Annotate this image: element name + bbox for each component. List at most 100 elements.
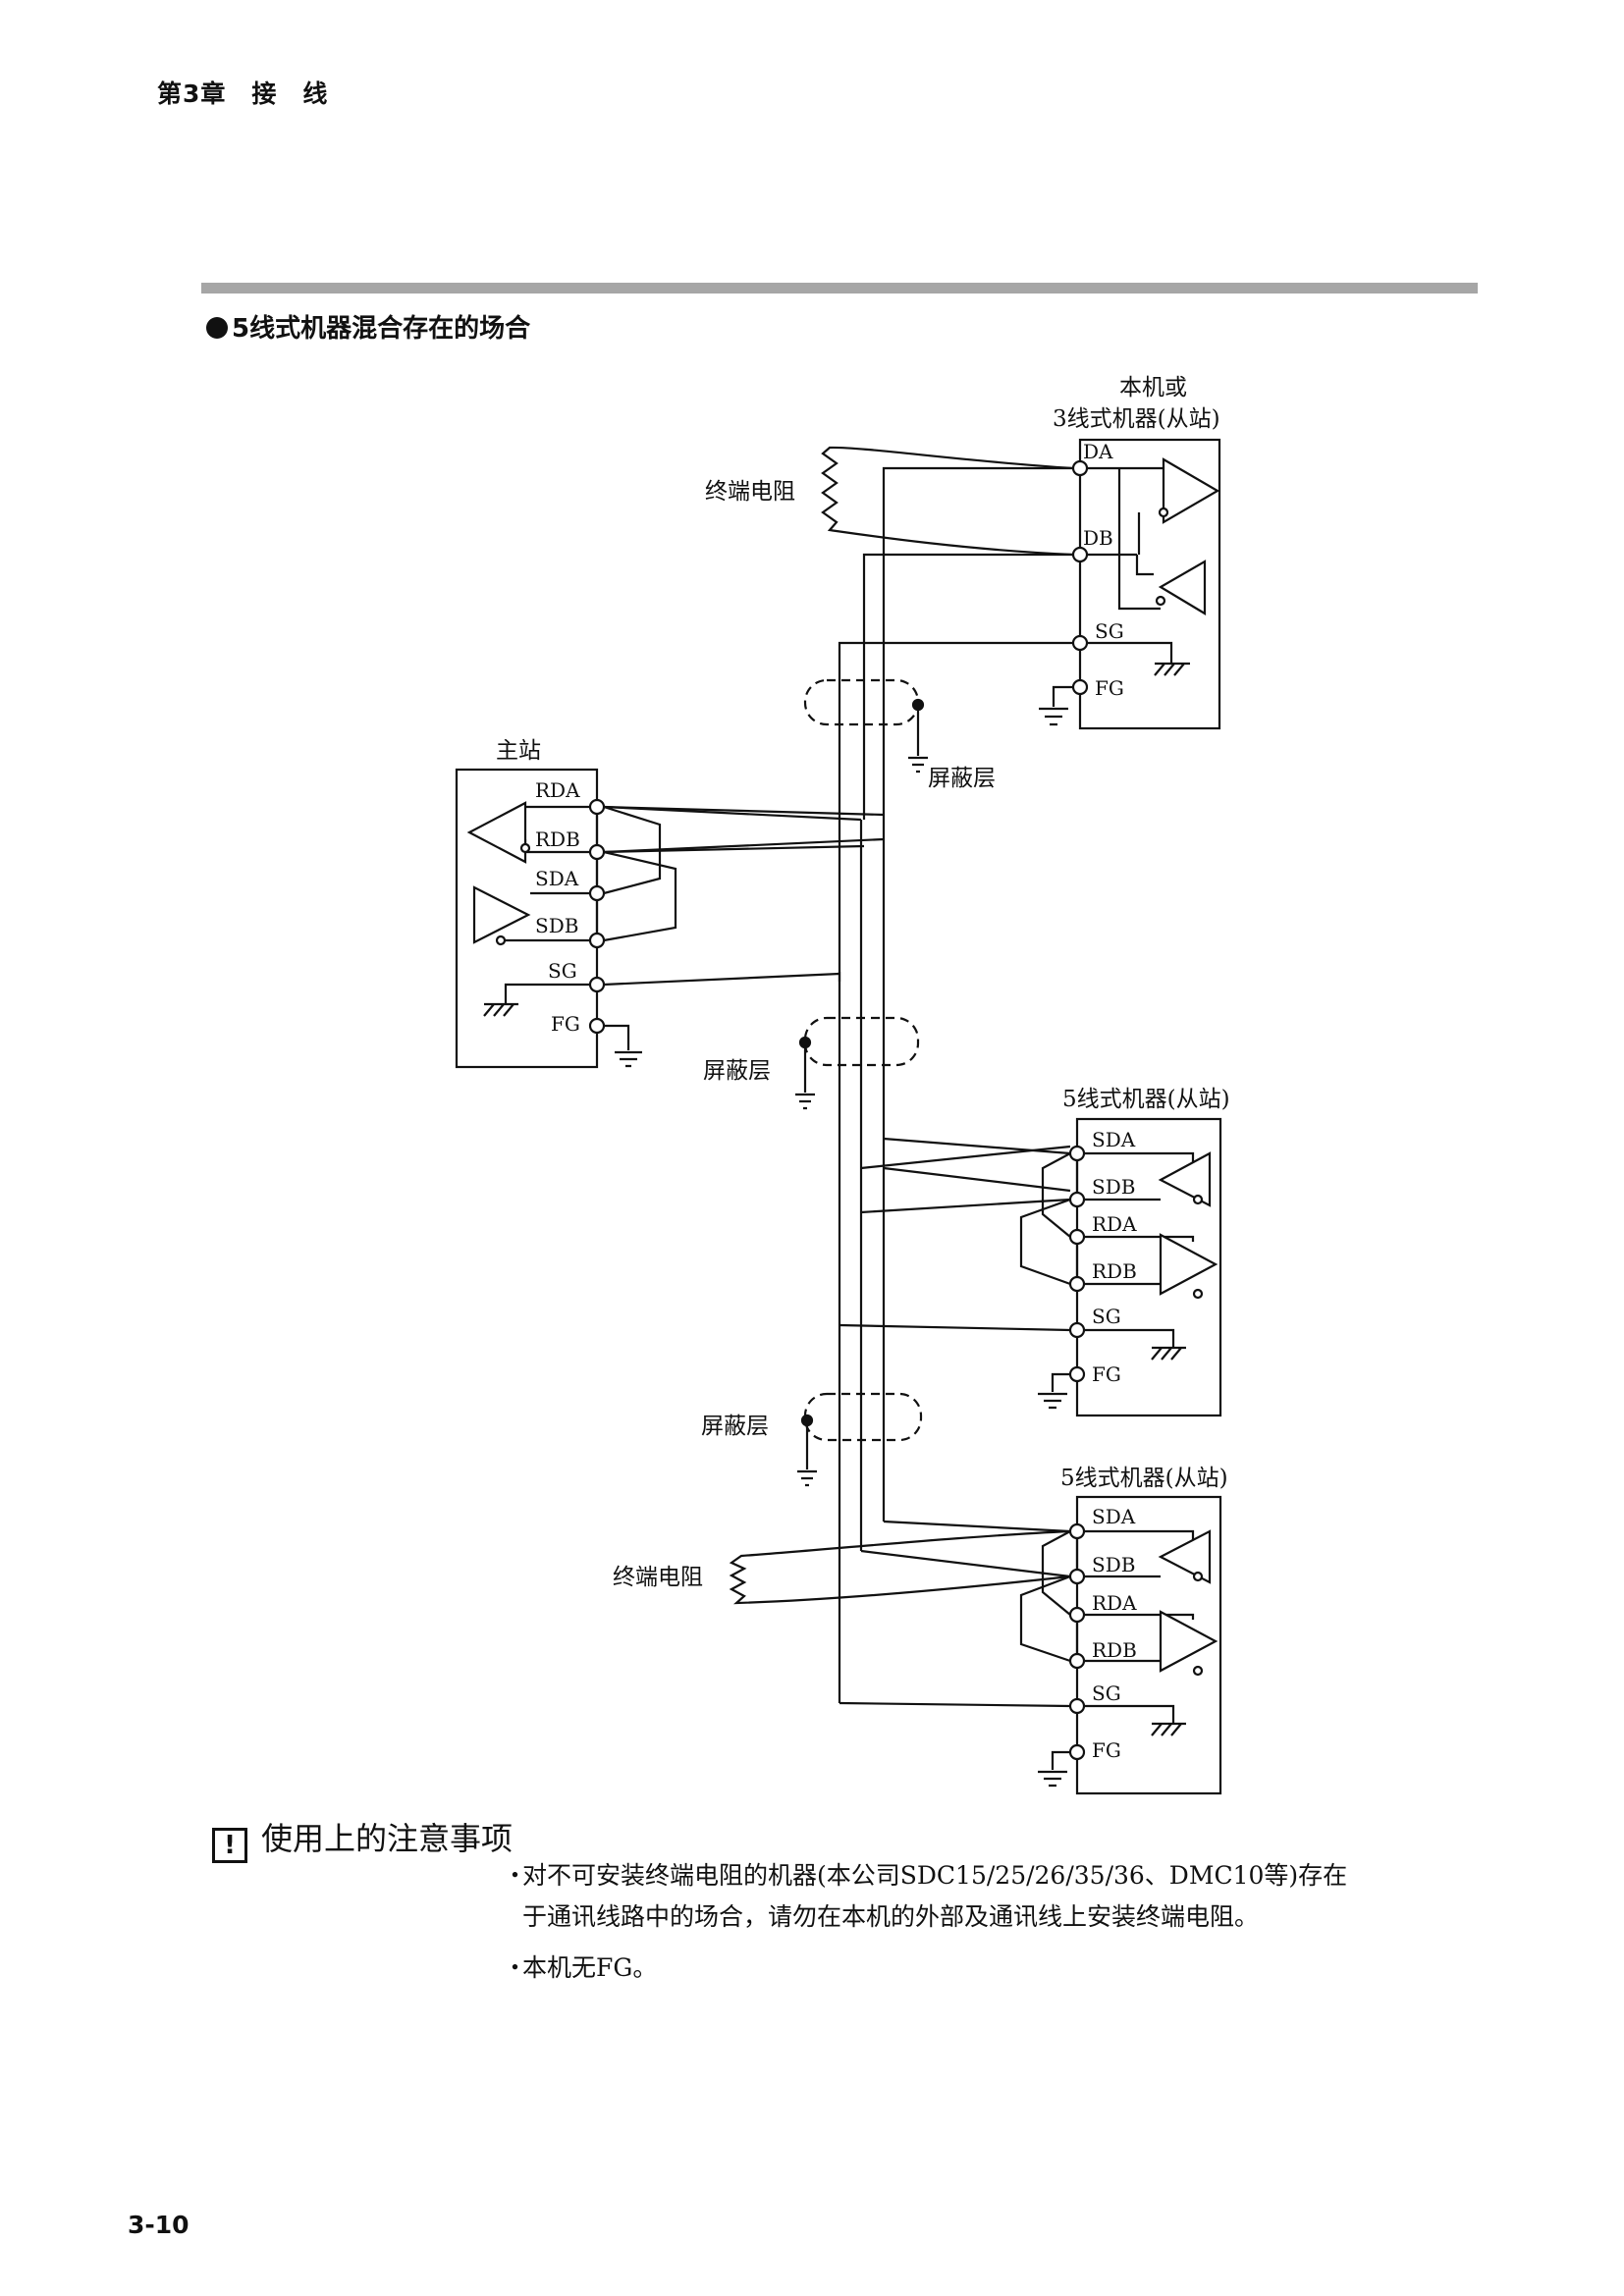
terminal-circle — [588, 976, 606, 993]
slave2-terminal-sda: SDA — [1092, 1505, 1136, 1528]
master-terminal-fg: FG — [551, 1012, 580, 1036]
slave1-terminal-sdb: SDB — [1092, 1175, 1135, 1199]
slave2-terminal-sdb: SDB — [1092, 1553, 1135, 1576]
fg-ground — [1039, 685, 1073, 726]
slave1-bus-sdb — [860, 1198, 1071, 1214]
master-terminal-rdb: RDB — [535, 828, 580, 851]
slave1-bus-rdb — [860, 1145, 1071, 1170]
slave2-bus-sda — [883, 1520, 1071, 1533]
terminal-circle — [1068, 1743, 1086, 1761]
top-device-box — [1078, 438, 1221, 730]
slave2-sg-ground — [1084, 1704, 1186, 1736]
slave2-title: 5线式机器(从站) — [1060, 1466, 1228, 1491]
slave1-fg-ground — [1038, 1372, 1070, 1410]
master-driver-amp — [472, 885, 531, 944]
master-bus-sdb — [603, 837, 885, 854]
shield-ellipse-3 — [803, 1392, 923, 1442]
master-title: 主站 — [496, 738, 541, 764]
slave1-sg-ground — [1084, 1328, 1186, 1361]
bullet-dot-icon — [206, 317, 228, 339]
master-loopback — [603, 805, 677, 942]
terminal-circle — [588, 884, 606, 902]
terminal-circle — [1068, 1652, 1086, 1670]
terminator-resistor-top — [821, 446, 1074, 557]
bus-wire-sg — [838, 641, 1073, 982]
caution-note-1: ・对不可安装终端电阻的机器(本公司SDC15/25/26/35/36、DMC10… — [503, 1855, 1347, 1938]
slave1-loopback — [1019, 1152, 1071, 1286]
caution-note-1-line1: 对不可安装终端电阻的机器(本公司SDC15/25/26/35/36、DMC10等… — [522, 1861, 1348, 1890]
caution-note-1-line2: 于通讯线路中的场合，请勿在本机的外部及通讯线上安装终端电阻。 — [522, 1902, 1260, 1931]
slave1-bus-sg — [839, 1323, 1071, 1332]
slave-device-2: 5线式机器(从站) SDA SDB RDA RDB SG FG — [1019, 1466, 1228, 1795]
section-title-text: 5线式机器混合存在的场合 — [232, 314, 531, 344]
top-terminal-sg: SG — [1095, 619, 1124, 643]
terminator-resistor-bottom — [729, 1529, 1071, 1605]
shield-label-3: 屏蔽层 — [701, 1414, 769, 1439]
top-terminal-db: DB — [1083, 526, 1113, 550]
master-terminal-sdb: SDB — [535, 914, 578, 937]
slave1-bus-rda — [883, 1166, 1071, 1193]
slave1-terminal-sg: SG — [1092, 1305, 1121, 1328]
slave2-fg-ground — [1038, 1750, 1070, 1788]
terminal-circle — [588, 1017, 606, 1035]
slave2-bus-sg — [839, 1701, 1071, 1708]
master-device: 主站 RDA RDB SDA SDB SG FG — [455, 738, 677, 1069]
chapter-header: 第3章 接 线 — [157, 80, 329, 108]
master-terminal-sda: SDA — [535, 867, 579, 890]
terminal-circle — [588, 798, 606, 816]
terminal-circle — [1068, 1568, 1086, 1585]
slave1-receiver-amp — [1159, 1233, 1218, 1296]
shield-ellipse-1 — [803, 678, 920, 726]
terminator-label-top: 终端电阻 — [705, 479, 795, 505]
terminal-circle — [1068, 1321, 1086, 1339]
slave2-terminal-rdb: RDB — [1092, 1638, 1137, 1662]
master-terminal-sg: SG — [548, 959, 577, 983]
caution-heading: !使用上的注意事项 — [212, 1814, 513, 1863]
slave2-loopback — [1019, 1530, 1071, 1663]
top-terminal-fg: FG — [1095, 676, 1124, 700]
slave1-terminal-sda: SDA — [1092, 1128, 1136, 1151]
shield-label-1: 屏蔽层 — [928, 766, 996, 791]
terminal-circle — [1071, 546, 1089, 563]
section-rule — [201, 283, 1478, 294]
terminal-circle — [1068, 1522, 1086, 1540]
slave2-terminal-fg: FG — [1092, 1738, 1121, 1762]
slave1-internal — [1075, 1151, 1195, 1286]
slave1-title: 5线式机器(从站) — [1062, 1087, 1230, 1112]
terminal-circle — [1068, 1275, 1086, 1293]
terminal-circle — [1068, 1145, 1086, 1162]
master-fg-ground — [604, 1024, 642, 1068]
shield-drain-1 — [908, 705, 928, 774]
terminal-circle — [1071, 459, 1089, 477]
slave1-bus-sda — [883, 1137, 1071, 1155]
section-title: 5线式机器混合存在的场合 — [206, 308, 530, 345]
top-terminal-da: DA — [1083, 440, 1113, 463]
caution-note-2-line1: 本机无FG。 — [522, 1953, 658, 1982]
terminal-circle — [1071, 678, 1089, 696]
slave2-internal — [1075, 1529, 1195, 1663]
slave1-driver-amp — [1158, 1151, 1212, 1207]
driver-amp — [1158, 560, 1207, 615]
slave1-terminal-fg: FG — [1092, 1362, 1121, 1386]
shield-drain-3 — [797, 1420, 817, 1487]
slave1-terminal-rdb: RDB — [1092, 1259, 1137, 1283]
internal-wiring — [1087, 466, 1164, 611]
bus-wire-db — [862, 553, 1073, 820]
master-bus-sg — [603, 972, 840, 987]
master-receiver-amp — [466, 801, 527, 864]
master-bus-sda — [603, 805, 862, 822]
sg-ground — [1087, 641, 1190, 676]
receiver-amp — [1162, 457, 1220, 524]
terminal-circle — [1068, 1228, 1086, 1246]
terminal-circle — [1068, 1697, 1086, 1715]
page-number: 3-10 — [128, 2211, 189, 2239]
master-terminal-rda: RDA — [535, 778, 580, 802]
terminal-circle — [1068, 1191, 1086, 1208]
top-device: 本机或 3线式机器(从站) DA DB SG FG — [1039, 375, 1221, 730]
slave2-bus-sdb — [860, 1549, 1071, 1578]
bullet-icon: ・ — [503, 1861, 528, 1890]
shield-drain-2 — [795, 1042, 815, 1110]
terminal-circle — [588, 843, 606, 861]
top-device-title-2: 3线式机器(从站) — [1053, 406, 1220, 432]
